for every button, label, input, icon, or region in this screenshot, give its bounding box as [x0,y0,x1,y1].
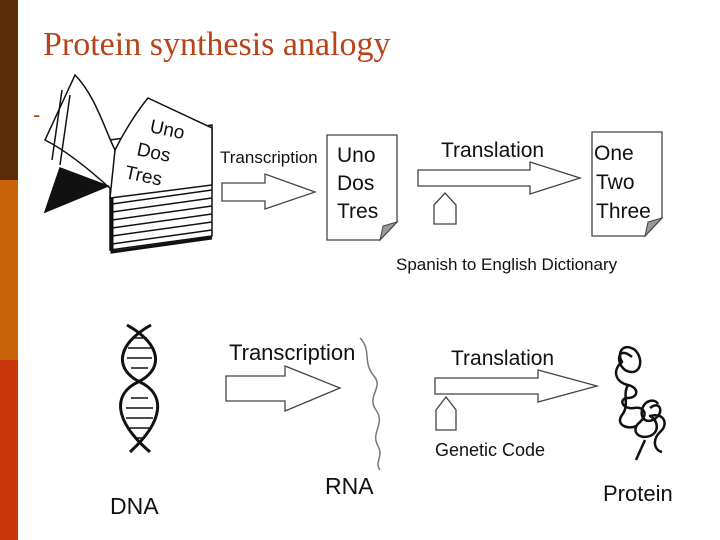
dictionary-marker [433,192,457,225]
spanish-copy-page [326,134,399,242]
dna-helix-icon [119,323,160,454]
result-word-three: Three [596,200,651,223]
accent-bar-middle [0,180,18,360]
translation-arrow-top [417,161,583,195]
accent-bar-bottom [0,360,18,540]
transcription-arrow-top [221,173,317,210]
result-word-one: One [594,142,634,165]
book-icon [43,73,213,254]
dictionary-label: Spanish to English Dictionary [396,255,618,274]
result-word-two: Two [596,171,635,194]
english-result-page [591,131,664,238]
translation-arrow-bottom [434,369,600,403]
rna-label: RNA [325,473,374,499]
accent-bar-top [0,0,18,180]
copy-word-uno: Uno [337,144,376,167]
rna-strand-icon [359,337,381,471]
transcription-arrow-bottom [225,365,342,412]
transcription-label-top: Transcription [220,148,318,167]
genetic-code-marker [435,395,457,431]
dna-label: DNA [110,493,159,519]
protein-label: Protein [603,481,673,506]
translation-label-bottom: Translation [451,347,554,370]
bullet-marker: - [33,102,40,127]
copy-word-dos: Dos [337,172,374,195]
genetic-code-label: Genetic Code [435,440,545,460]
copy-word-tres: Tres [337,200,378,223]
protein-folded-icon [614,345,666,461]
transcription-label-bottom: Transcription [229,340,355,365]
translation-label-top: Translation [441,139,544,162]
slide-title: Protein synthesis analogy [43,26,391,63]
